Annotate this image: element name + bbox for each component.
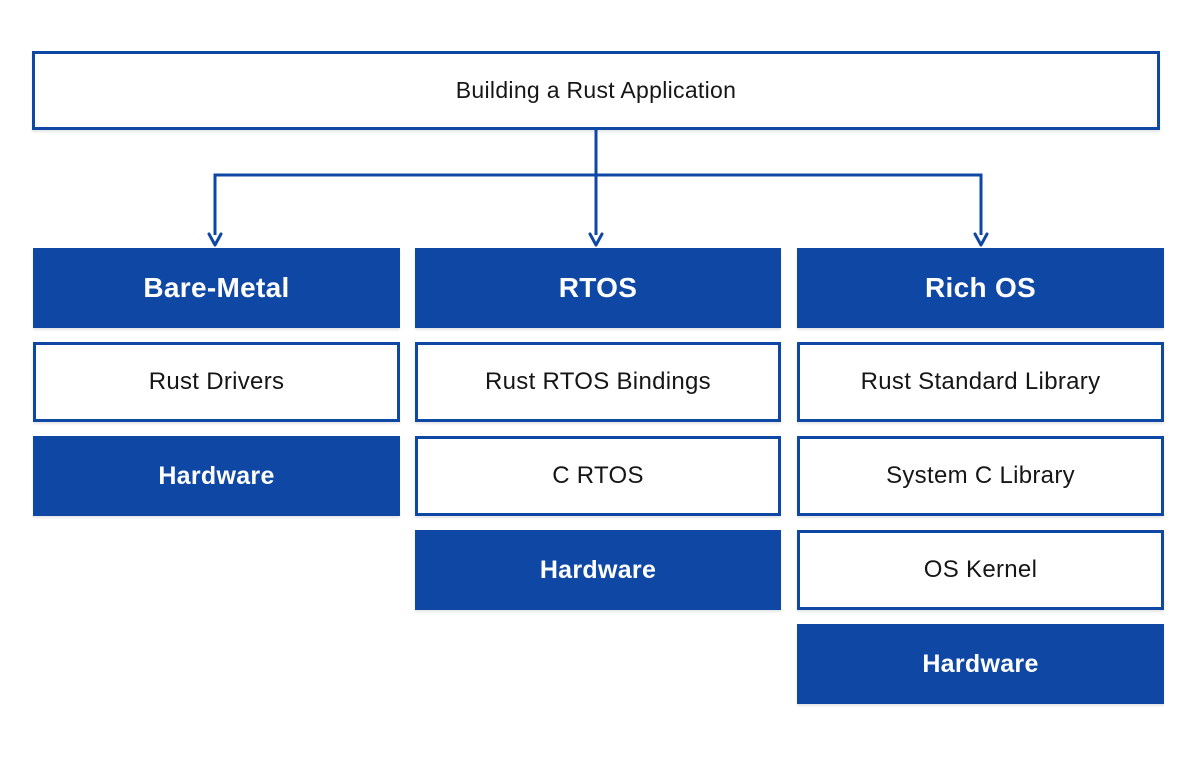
connector-right [596, 173, 989, 247]
node-os-kernel: OS Kernel [797, 530, 1164, 610]
node-rust-standard-library: Rust Standard Library [797, 342, 1164, 422]
node-c-rtos: C RTOS [415, 436, 781, 516]
column-rich-os: Rich OS Rust Standard Library System C L… [797, 248, 1164, 704]
node-hardware-bare-metal: Hardware [33, 436, 400, 516]
root-node-label: Building a Rust Application [455, 77, 737, 103]
column-header-rich-os: Rich OS [797, 248, 1164, 328]
node-rust-rtos-bindings: Rust RTOS Bindings [415, 342, 781, 422]
column-bare-metal: Bare-Metal Rust Drivers Hardware [33, 248, 400, 516]
column-header-rtos: RTOS [415, 248, 781, 328]
column-rtos: RTOS Rust RTOS Bindings C RTOS Hardware [415, 248, 781, 610]
column-header-bare-metal: Bare-Metal [33, 248, 400, 328]
node-hardware-rtos: Hardware [415, 530, 781, 610]
root-node-box: Building a Rust Application [32, 51, 1160, 130]
node-system-c-library: System C Library [797, 436, 1164, 516]
node-hardware-rich-os: Hardware [797, 624, 1164, 704]
connector-left [207, 173, 596, 247]
node-rust-drivers: Rust Drivers [33, 342, 400, 422]
